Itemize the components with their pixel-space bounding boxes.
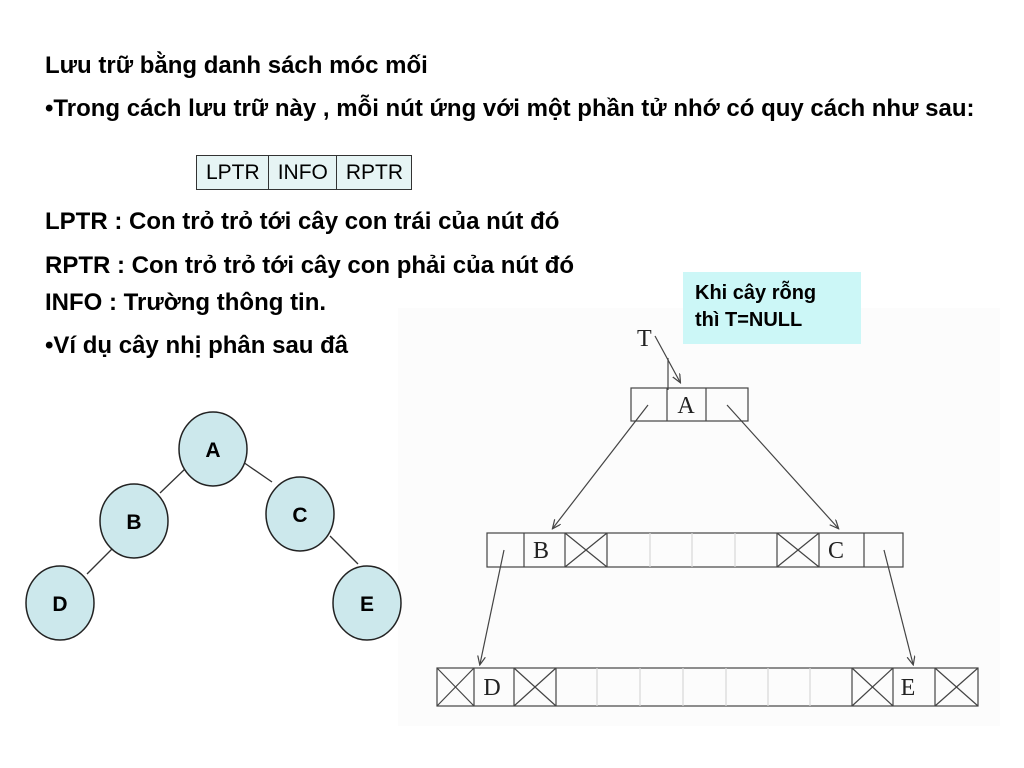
note-line-2: thì T=NULL [695, 309, 803, 331]
linked-label-c: C [828, 538, 844, 564]
slide-title: Lưu trữ bằng danh sách móc mối [45, 52, 428, 79]
linked-label-d: D [483, 675, 500, 701]
tree-label-e: E [360, 593, 374, 616]
rptr-description: RPTR : Con trỏ trỏ tới cây con phải của … [45, 252, 575, 279]
bullet-example: •Ví dụ cây nhị phân sau đâ [45, 332, 349, 359]
linked-row-3 [436, 667, 979, 707]
rptr-cell: RPTR [345, 161, 404, 184]
linked-representation-panel [398, 308, 1000, 726]
arrow-c-to-e [883, 549, 913, 664]
binary-tree: A B C D E [25, 411, 402, 641]
arrow-b-to-d [480, 549, 505, 664]
tree-node-c [265, 476, 335, 552]
tree-label-b: B [126, 511, 141, 534]
tree-label-c: C [292, 504, 307, 527]
linked-row-2 [486, 532, 904, 568]
linked-tree: T A B C [436, 326, 979, 707]
note-line-1: Khi cây rỗng [695, 282, 817, 304]
node-format-table: LPTR INFO RPTR [196, 155, 413, 190]
info-cell: INFO [269, 156, 337, 189]
linked-label-e: E [901, 675, 916, 701]
linked-label-a: A [677, 393, 695, 419]
tree-node-e [332, 565, 402, 641]
arrow-a-to-b [553, 404, 649, 528]
tree-node-d [25, 565, 95, 641]
root-pointer-arrow [654, 335, 680, 382]
linked-label-b: B [533, 538, 549, 564]
edge-a-b [159, 467, 187, 494]
lptr-cell: LPTR [197, 156, 269, 189]
edge-a-c [242, 461, 273, 483]
arrow-a-to-c [726, 404, 838, 528]
tree-node-b [99, 483, 169, 559]
tree-label-a: A [205, 439, 220, 462]
linked-node-a [630, 387, 749, 422]
lptr-description: LPTR : Con trỏ trỏ tới cây con trái của … [45, 208, 560, 235]
info-description: INFO : Trường thông tin. [45, 289, 327, 316]
tree-label-d: D [52, 593, 67, 616]
edge-c-e [329, 535, 359, 565]
edge-b-d [86, 547, 114, 575]
empty-tree-note: Khi cây rỗng thì T=NULL [683, 272, 861, 344]
root-pointer-label: T [637, 326, 652, 352]
tree-node-a [178, 411, 248, 487]
bullet-storage-description: •Trong cách lưu trữ này , mỗi nút ứng vớ… [45, 95, 975, 122]
